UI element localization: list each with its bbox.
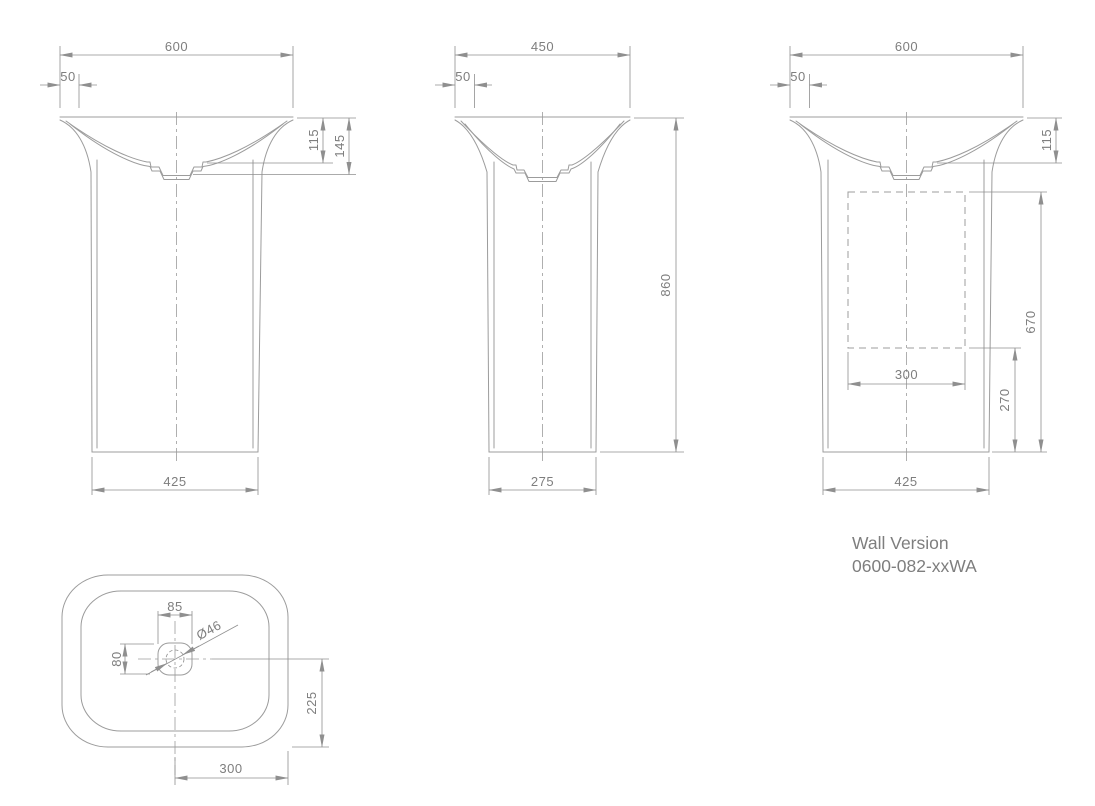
plan-drain-width-label: 85 [167,599,182,614]
side-height-label: 860 [658,273,673,296]
bowl-surface [65,120,288,176]
wall-bowl-depth-label: 115 [1039,129,1054,151]
wall-view-dimensions: 600 50 115 670 270 300 425 [770,39,1062,495]
wall-rim-offset-label: 50 [790,69,805,84]
side-rim-offset-label: 50 [455,69,470,84]
plan-drain-to-side-label: 300 [219,761,242,776]
plan-view-dimensions: 85 80 Ø46 225 300 [109,599,329,785]
left-skirt-line [454,119,490,453]
wall-mounting-plate-outline [847,191,966,349]
bowl-surface [795,120,1018,176]
front-view-dimensions: 600 50 115 145 425 [40,39,356,495]
right-skirt-line [595,119,631,453]
wall-plate-bottom-label: 270 [997,388,1012,411]
drain-diameter-arrow [150,663,168,673]
front-rim-offset-label: 50 [60,69,75,84]
wall-version-view: 600 50 115 670 270 300 425 Wall Version … [770,39,1062,576]
plan-drain-to-front-label: 225 [304,691,319,714]
front-bowl-depth-label: 115 [306,129,321,151]
plan-view: 85 80 Ø46 225 300 [61,574,329,785]
wall-base-width-label: 425 [894,474,917,489]
wall-width-label: 600 [895,39,918,54]
left-skirt-line [789,119,824,453]
bowl-underside [464,123,621,182]
wall-view-caption: Wall Version 0600-082-xxWA [852,533,977,576]
drain-diameter-arrow [182,645,200,655]
wall-plate-top-label: 670 [1023,310,1038,333]
side-width-label: 450 [531,39,554,54]
front-drain-depth-label: 145 [332,134,347,157]
side-view: 450 50 860 275 [435,39,684,495]
plan-view-outline [61,574,289,775]
side-view-outline [454,112,631,462]
right-skirt-line [257,119,294,453]
wall-version-model-number: 0600-082-xxWA [852,556,977,576]
front-view-outline [59,112,294,462]
wall-view-outline [789,112,1024,462]
wall-plate-width-label: 300 [895,367,918,382]
front-base-width-label: 425 [163,474,186,489]
right-skirt-line [988,119,1024,453]
front-view: 600 50 115 145 425 [40,39,356,495]
plan-drain-depth-label: 80 [109,651,124,666]
side-base-width-label: 275 [531,474,554,489]
front-width-label: 600 [165,39,188,54]
left-skirt-line [59,119,93,453]
basin-inner-rim [80,590,270,732]
plan-drain-diameter-label: Ø46 [194,617,224,643]
side-view-dimensions: 450 50 860 275 [435,39,684,495]
wall-version-title: Wall Version [852,533,949,553]
